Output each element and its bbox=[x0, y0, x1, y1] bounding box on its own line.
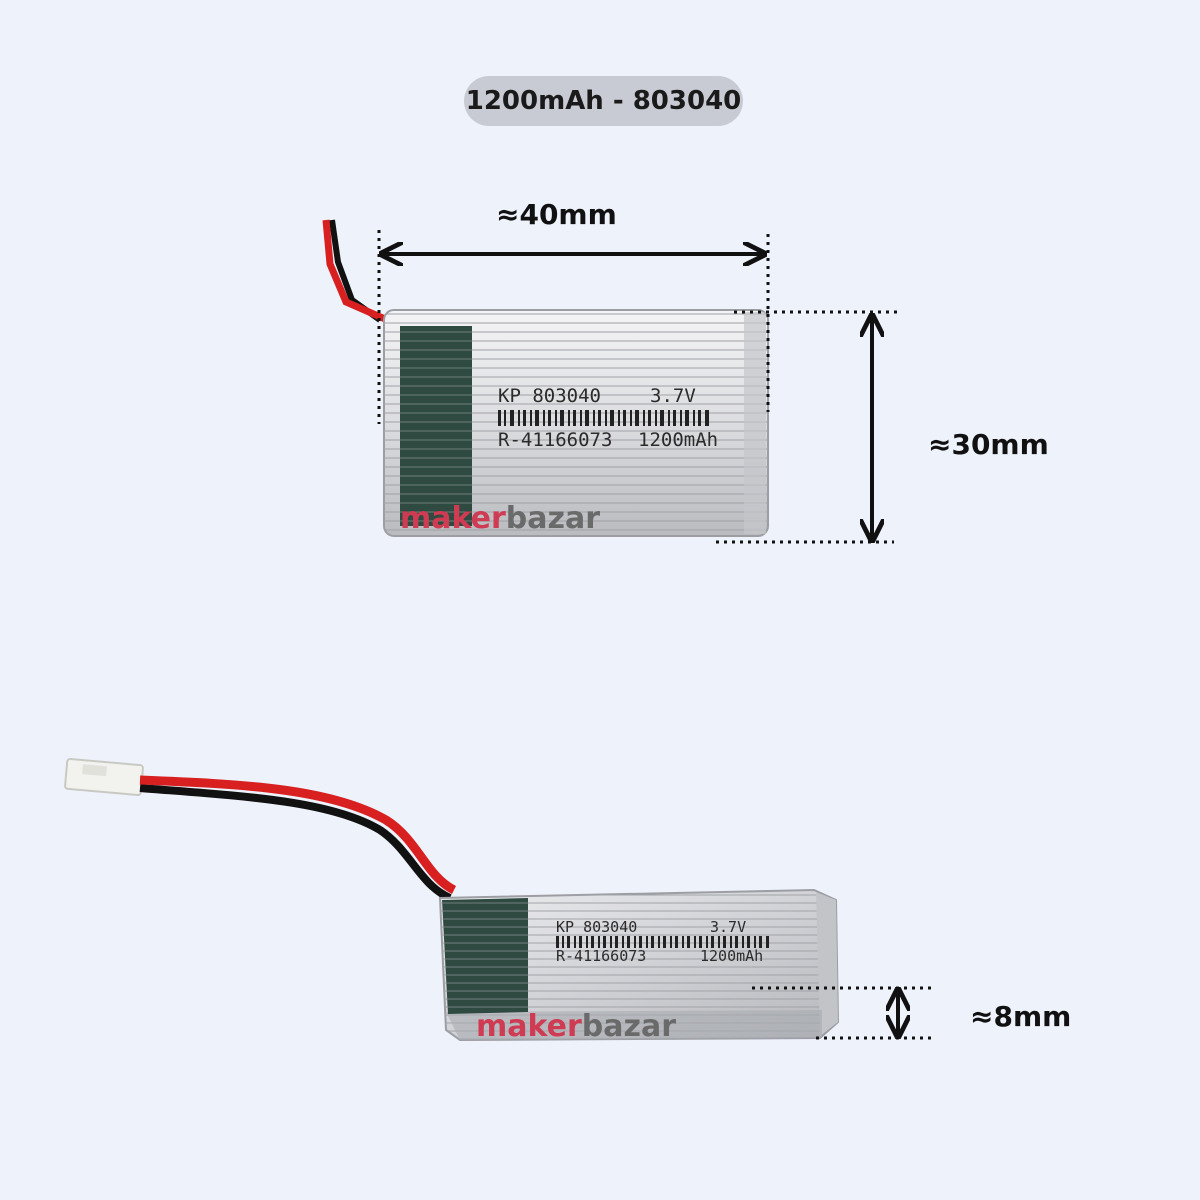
battery-angled-view: KP 803040 3.7V R-41166073 1200mAh ma bbox=[64, 757, 840, 1044]
label-serial: R-41166073 bbox=[498, 429, 612, 451]
label-voltage-2: 3.7V bbox=[710, 918, 746, 936]
height-dimension bbox=[716, 310, 900, 544]
width-label: ≈40mm bbox=[496, 198, 617, 231]
barcode bbox=[498, 410, 709, 426]
height-label: ≈30mm bbox=[928, 428, 1049, 461]
thickness-label: ≈8mm bbox=[970, 1000, 1072, 1033]
cell-side-2 bbox=[816, 892, 838, 1036]
watermark-bottom: makerbazar bbox=[476, 1009, 676, 1044]
cell-thickness-face bbox=[446, 1010, 822, 1040]
label-serial-2: R-41166073 bbox=[556, 947, 646, 965]
label-capacity-2: 1200mAh bbox=[700, 947, 763, 965]
title-badge: 1200mAh - 803040 bbox=[464, 76, 743, 126]
title-text: 1200mAh - 803040 bbox=[465, 86, 742, 116]
cell-side-edge bbox=[744, 312, 766, 534]
width-dimension bbox=[377, 230, 770, 424]
label-voltage: 3.7V bbox=[650, 385, 696, 407]
barcode-2 bbox=[556, 936, 769, 948]
watermark-top: makerbazar bbox=[400, 501, 600, 536]
red-wire-2 bbox=[139, 775, 457, 895]
jst-connector bbox=[64, 757, 144, 797]
thickness-dimension bbox=[752, 986, 932, 1040]
label-model: KP 803040 bbox=[498, 385, 601, 407]
black-wire-2 bbox=[139, 784, 452, 902]
label-model-2: KP 803040 bbox=[556, 918, 637, 936]
red-wire bbox=[322, 219, 394, 326]
battery-front-view: KP 803040 3.7V bbox=[322, 219, 769, 537]
label-capacity: 1200mAh bbox=[638, 429, 718, 451]
